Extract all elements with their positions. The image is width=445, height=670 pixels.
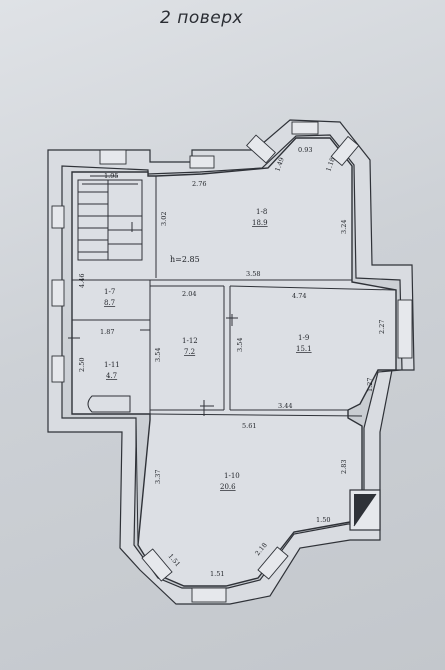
dim-label: 3.37	[154, 470, 162, 484]
dim-label: 1.51	[210, 570, 224, 578]
dim-label: 3.58	[246, 270, 260, 278]
room-area: 20.6	[220, 483, 236, 491]
dim-label: 4.74	[292, 292, 306, 300]
windows	[51, 121, 413, 603]
dim-label: 2.04	[182, 290, 196, 298]
ceiling-height: h=2.85	[170, 255, 200, 264]
room-id: 1-11	[104, 361, 120, 369]
room-labels: 1-8 18.9 1-7 8.7 1-12 7.2 1-9 15.1 1-11 …	[104, 208, 312, 491]
dim-label: 1.87	[100, 328, 114, 336]
dim-label: 3.54	[154, 348, 162, 362]
dim-label: 4.46	[78, 274, 86, 288]
dim-label: 1.50	[316, 516, 330, 524]
room-area: 15.1	[296, 345, 312, 353]
room-area: 8.7	[104, 299, 115, 307]
room-id: 1-7	[104, 288, 115, 296]
room-id: 1-12	[182, 337, 198, 345]
dim-label: 1.27	[366, 378, 374, 392]
chimney	[349, 489, 381, 531]
room-id: 1-8	[256, 208, 267, 216]
interior-walls	[68, 172, 395, 546]
dim-label: 1.95	[104, 172, 118, 180]
dim-label: 3.24	[340, 220, 348, 234]
room-area: 4.7	[106, 372, 117, 380]
dim-label: 2.76	[192, 180, 206, 188]
room-area: 7.2	[184, 348, 195, 356]
dim-label: 3.54	[236, 338, 244, 352]
dim-label: 5.61	[242, 422, 256, 430]
room-id: 1-9	[298, 334, 309, 342]
dim-label: 2.50	[78, 358, 86, 372]
dim-label: 3.02	[160, 212, 168, 226]
room-id: 1-10	[224, 472, 240, 480]
dim-label: 2.27	[378, 320, 386, 334]
dim-label: 0.93	[298, 146, 312, 154]
room-area: 18.9	[252, 219, 268, 227]
dim-label: 2.83	[340, 460, 348, 474]
page-title: 2 поверх	[160, 8, 244, 28]
dim-label: 3.44	[278, 402, 292, 410]
